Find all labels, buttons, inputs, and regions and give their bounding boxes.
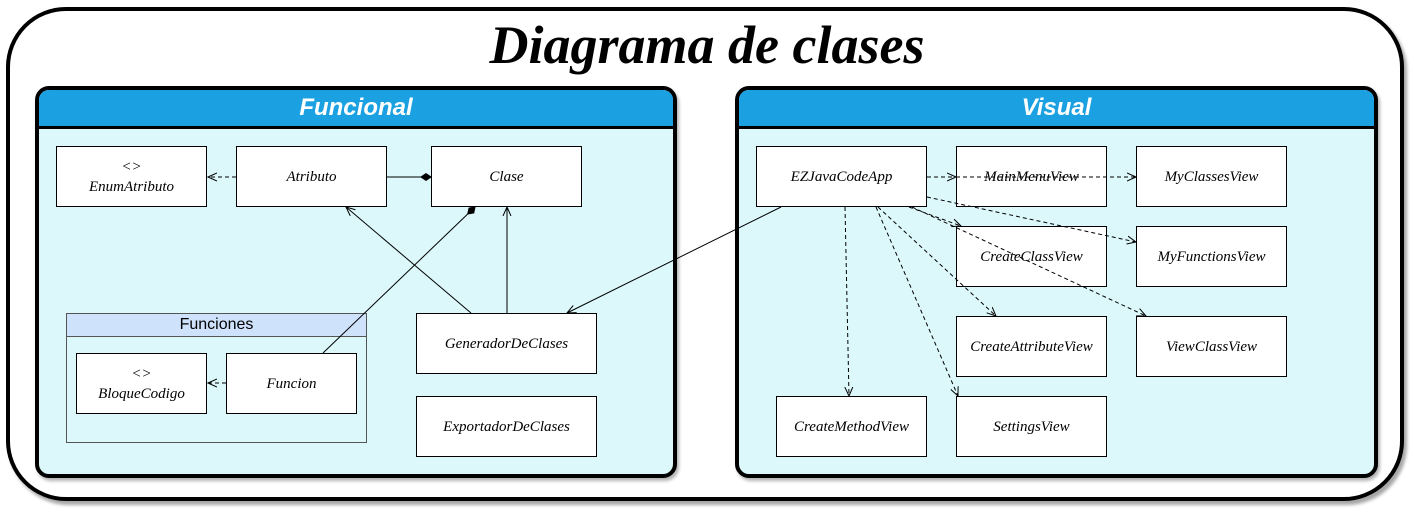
class-name: Atributo	[286, 168, 337, 185]
class-name: CreateClassView	[980, 248, 1083, 265]
class-view-class-view[interactable]: ViewClassView	[1136, 316, 1287, 377]
diagram-title: Diagrama de clases	[489, 15, 925, 75]
class-stereotype: <>	[131, 365, 152, 382]
class-name: EnumAtributo	[89, 178, 174, 195]
class-stereotype: <>	[121, 158, 142, 175]
class-atributo[interactable]: Atributo	[236, 146, 387, 207]
class-main-menu-view[interactable]: MainMenuView	[956, 146, 1107, 207]
package-funcional-header: Funcional	[39, 90, 673, 129]
class-name: EZJavaCodeApp	[790, 168, 893, 185]
class-name: MyClassesView	[1164, 168, 1259, 185]
class-bloque-codigo[interactable]: <> BloqueCodigo	[76, 353, 207, 414]
class-name: GeneradorDeClases	[444, 335, 569, 352]
class-create-method-view[interactable]: CreateMethodView	[776, 396, 927, 457]
class-settings-view[interactable]: SettingsView	[956, 396, 1107, 457]
class-generador-de-clases[interactable]: GeneradorDeClases	[416, 313, 597, 374]
class-ezjava-code-app[interactable]: EZJavaCodeApp	[756, 146, 927, 207]
class-name: Funcion	[266, 375, 317, 392]
class-name: BloqueCodigo	[98, 385, 185, 402]
class-exportador-de-clases[interactable]: ExportadorDeClases	[416, 396, 597, 457]
class-name: SettingsView	[993, 418, 1070, 435]
class-create-class-view[interactable]: CreateClassView	[956, 226, 1107, 287]
subpackage-funciones-header: Funciones	[67, 314, 366, 337]
class-my-classes-view[interactable]: MyClassesView	[1136, 146, 1287, 207]
class-my-functions-view[interactable]: MyFunctionsView	[1136, 226, 1287, 287]
class-name: ExportadorDeClases	[443, 418, 570, 435]
subpackage-funciones: Funciones	[66, 313, 367, 443]
class-name: ViewClassView	[1165, 338, 1258, 355]
class-enum-atributo[interactable]: <> EnumAtributo	[56, 146, 207, 207]
class-name: MyFunctionsView	[1157, 248, 1266, 265]
package-visual-header: Visual	[739, 90, 1374, 129]
class-name: CreateMethodView	[794, 418, 909, 435]
class-clase[interactable]: Clase	[431, 146, 582, 207]
class-funcion[interactable]: Funcion	[226, 353, 357, 414]
class-name: Clase	[489, 168, 524, 185]
class-name: MainMenuView	[984, 168, 1079, 185]
class-create-attribute-view[interactable]: CreateAttributeView	[956, 316, 1107, 377]
class-name: CreateAttributeView	[970, 338, 1093, 355]
